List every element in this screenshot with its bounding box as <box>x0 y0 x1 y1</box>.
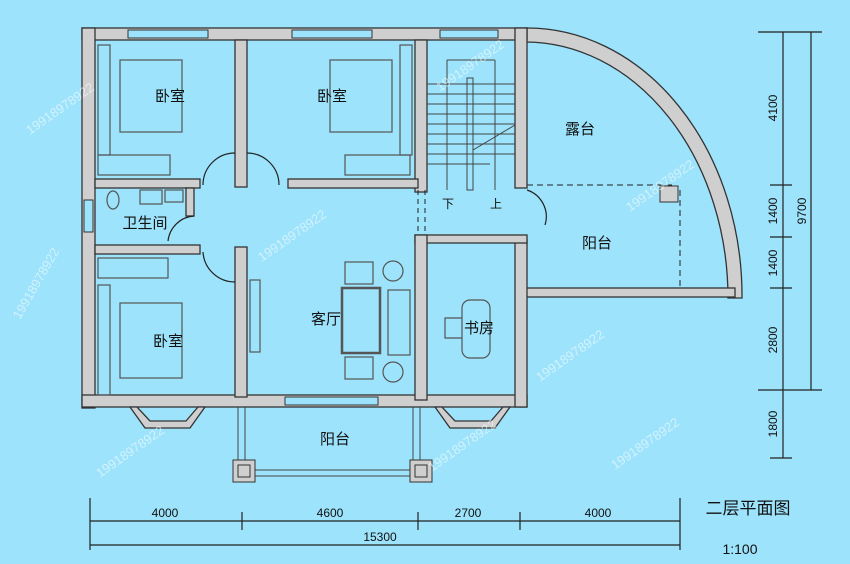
label-study: 书房 <box>464 319 494 337</box>
wall-bath-right <box>185 187 195 217</box>
stair-opening-dashed <box>417 190 426 235</box>
stairs-up-label: 上 <box>490 197 502 211</box>
terrace-arc-wall <box>524 27 743 299</box>
wall-h1b <box>287 178 419 189</box>
wall-h2 <box>94 244 201 255</box>
plan-scale: 1:100 <box>722 541 757 557</box>
wall-bedrooms-divider <box>234 39 248 188</box>
dim-h-3: 2700 <box>455 506 482 520</box>
wall-h1a <box>94 178 201 189</box>
label-bedroom-top-middle: 卧室 <box>317 87 347 105</box>
dim-h-1: 4000 <box>152 506 179 520</box>
dimension-lines-right <box>758 31 822 459</box>
bay-window-study <box>433 406 512 429</box>
label-terrace: 露台 <box>565 120 595 138</box>
wall-right-upper <box>514 27 528 189</box>
dim-v-4: 2800 <box>766 326 780 353</box>
dim-v-5: 1800 <box>766 410 780 437</box>
label-living-room: 客厅 <box>311 310 341 328</box>
svg-text:19918978922: 19918978922 <box>10 245 63 321</box>
balcony-dashed-edge <box>527 184 681 290</box>
dim-h-4: 4000 <box>585 506 612 520</box>
balcony-bottom-wall <box>524 287 736 298</box>
wall-right-lower <box>514 239 528 408</box>
wall-study-top <box>414 234 528 244</box>
furniture <box>97 44 491 396</box>
label-bedroom-top-left: 卧室 <box>155 87 185 105</box>
staircase[interactable] <box>427 59 516 191</box>
dim-h-total: 15300 <box>363 530 397 544</box>
label-balcony-right: 阳台 <box>582 234 612 252</box>
wall-stair-left <box>414 39 428 193</box>
svg-text:19918978922: 19918978922 <box>93 423 167 481</box>
door-swings <box>167 152 547 283</box>
svg-text:19918978922: 19918978922 <box>608 415 682 473</box>
svg-text:19918978922: 19918978922 <box>623 157 697 215</box>
windows-top <box>83 29 499 233</box>
dim-h-2: 4600 <box>317 506 344 520</box>
label-bathroom: 卫生间 <box>122 214 167 232</box>
label-bedroom-bottom-left: 卧室 <box>153 332 183 350</box>
dim-v-total: 9700 <box>795 197 809 224</box>
wall-lower-divider <box>234 246 248 398</box>
column-marker <box>659 185 679 203</box>
sliding-door <box>284 396 379 406</box>
dim-v-1: 4100 <box>766 94 780 121</box>
dimension-lines-bottom <box>89 498 681 550</box>
svg-text:19918978922: 19918978922 <box>433 37 507 95</box>
svg-text:19918978922: 19918978922 <box>255 207 329 265</box>
stairs-down-label: 下 <box>442 197 454 211</box>
bottom-balcony-rails <box>232 407 433 483</box>
label-balcony-bottom: 阳台 <box>320 430 350 448</box>
dim-v-3: 1400 <box>766 249 780 276</box>
svg-text:19918978922: 19918978922 <box>533 327 607 385</box>
bay-window-bedroom <box>128 406 207 429</box>
wall-study-left <box>414 234 428 401</box>
plan-title: 二层平面图 <box>706 499 791 519</box>
dim-v-2: 1400 <box>766 197 780 224</box>
